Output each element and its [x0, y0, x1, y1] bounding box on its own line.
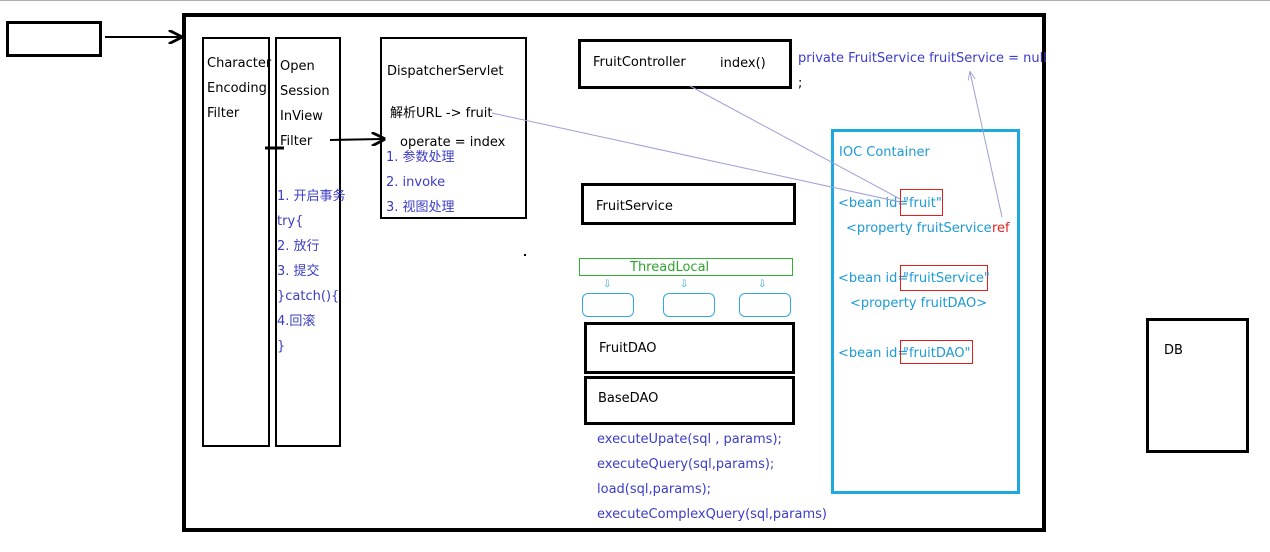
- bean-fruit-prefix: <bean id=: [838, 196, 909, 211]
- method-execute-query: executeQuery(sql,params);: [597, 457, 775, 472]
- ioc-container: [831, 129, 1020, 494]
- property-fruit-service: <property fruitService: [846, 221, 992, 236]
- threadlocal-arrow-3: ⇩: [758, 279, 767, 290]
- client-box: [6, 21, 102, 57]
- fruit-service-name: FruitService: [596, 199, 673, 214]
- bean-fruit-service-id-box: [900, 265, 988, 291]
- bean-fruit-service-id: "fruitService": [903, 271, 990, 286]
- fruit-controller-name: FruitController: [593, 55, 686, 70]
- database-label: DB: [1164, 343, 1183, 358]
- base-dao: BaseDAO: [584, 376, 795, 425]
- bean-fruit-dao-id: "fruitDAO": [903, 346, 971, 361]
- dispatcher-steps: 1. 参数处理 2. invoke 3. 视图处理: [386, 150, 455, 215]
- fruit-dao-name: FruitDAO: [599, 341, 657, 356]
- ioc-container-title: IOC Container: [839, 145, 930, 160]
- ref-label: ref: [992, 221, 1010, 236]
- fruit-service: FruitService: [581, 183, 796, 225]
- method-execute-complex-query: executeComplexQuery(sql,params): [597, 507, 827, 522]
- threadlocal-slot-3: [739, 293, 791, 317]
- threadlocal-slot-2: [663, 293, 715, 317]
- index-method: index(): [720, 56, 766, 71]
- operate-text: operate = index: [400, 135, 506, 150]
- open-session-in-view-filter: Open Session InView Filter: [275, 37, 341, 447]
- open-session-filter-label: Open Session InView Filter: [280, 59, 330, 149]
- transaction-steps: 1. 开启事务 try{ 2. 放行 3. 提交 }catch(){ 4.回滚 …: [277, 189, 346, 354]
- property-fruit-dao: <property fruitDAO>: [850, 296, 988, 311]
- stray-dot: [524, 254, 526, 256]
- dispatcher-servlet-title: DispatcherServlet: [387, 64, 504, 79]
- service-field-declaration: private FruitService fruitService = null: [798, 51, 1047, 66]
- threadlocal-arrow-1: ⇩: [603, 279, 612, 290]
- method-load: load(sql,params);: [597, 482, 712, 497]
- bean-fruit-service-prefix: <bean id=: [838, 271, 909, 286]
- bean-fruit-id-box: [900, 189, 943, 216]
- database-box: DB: [1146, 318, 1249, 453]
- bean-fruit-id: "fruit": [903, 196, 942, 211]
- fruit-controller: FruitController index(): [578, 39, 792, 89]
- top-divider: [0, 0, 1270, 1]
- threadlocal-bar: ThreadLocal: [579, 258, 793, 276]
- character-encoding-filter-label: Character Encoding Filter: [207, 56, 272, 121]
- fruit-dao: FruitDAO: [584, 322, 795, 374]
- parse-url-text: 解析URL -> fruit: [390, 106, 493, 121]
- bean-fruit-dao-prefix: <bean id=: [838, 346, 909, 361]
- bean-fruit-dao-id-box: [900, 340, 973, 364]
- threadlocal-label: ThreadLocal: [630, 260, 710, 275]
- server-container: [182, 13, 1046, 532]
- service-field-terminator: ;: [798, 76, 803, 91]
- base-dao-name: BaseDAO: [598, 391, 659, 406]
- base-dao-methods: executeUpate(sql , params); executeQuery…: [597, 427, 827, 527]
- method-execute-update: executeUpate(sql , params);: [597, 432, 782, 447]
- threadlocal-arrow-2: ⇩: [680, 279, 689, 290]
- character-encoding-filter: Character Encoding Filter: [202, 37, 272, 447]
- threadlocal-slot-1: [582, 293, 634, 317]
